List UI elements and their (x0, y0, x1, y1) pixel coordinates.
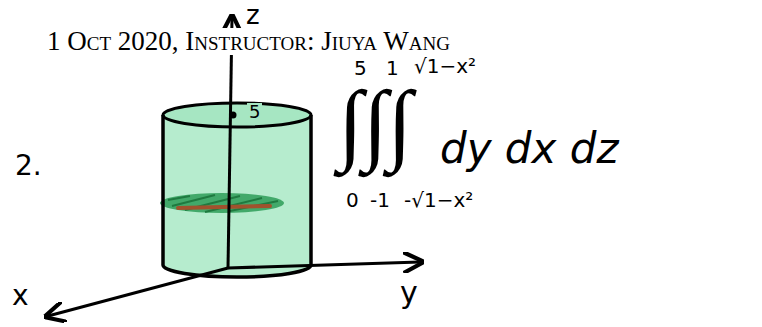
differentials: dy dx dz (440, 128, 618, 170)
height-value: 5 (247, 103, 262, 121)
slice-line (178, 206, 270, 208)
axis-label: y (400, 278, 418, 308)
hatching (168, 195, 278, 212)
item-number: 2. (15, 152, 42, 180)
z-axis (228, 18, 232, 268)
cross-section (160, 193, 284, 213)
lower-limit: -√1−x² (404, 190, 473, 210)
header-text: 1 Oct 2020, Instructor: Jiuya Wang (45, 28, 452, 55)
axis-label: z (246, 2, 260, 28)
upper-limit: 5 (354, 58, 367, 78)
lower-limit: -1 (370, 190, 390, 210)
axis-label: x (12, 282, 29, 310)
cylinder-body (163, 103, 311, 277)
integral-signs: ∫∫∫ (338, 78, 412, 168)
cylinder-bottom (163, 265, 311, 277)
height-dot (230, 112, 237, 119)
cylinder-side (309, 115, 313, 265)
cylinder-top (163, 103, 311, 127)
cylinder-side (161, 115, 165, 265)
upper-limit: √1−x² (414, 56, 476, 76)
upper-limit: 1 (386, 58, 399, 78)
y-axis (228, 262, 420, 268)
lower-limit: 0 (346, 190, 359, 210)
